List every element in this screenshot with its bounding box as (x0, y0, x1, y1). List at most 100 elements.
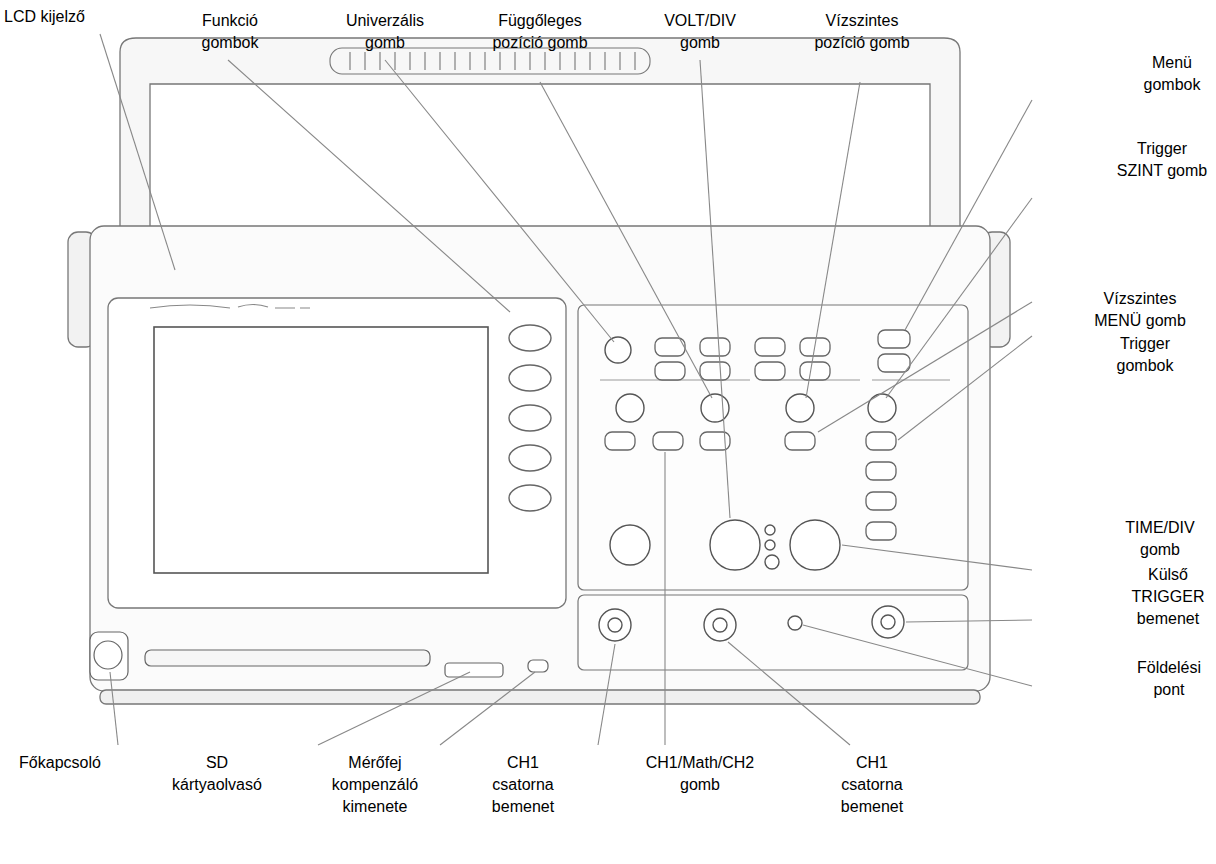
part-label: Földelési pont (1128, 657, 1210, 701)
panel-buttons (866, 432, 896, 450)
leader-lines (886, 198, 1032, 398)
part-label: Trigger SZINT gomb (1114, 138, 1210, 182)
function-buttons (509, 485, 551, 511)
function-buttons (509, 365, 551, 391)
leader-lines (842, 545, 1032, 570)
leader-lines (818, 302, 1032, 432)
knobs (765, 525, 775, 535)
menu-buttons (655, 330, 910, 380)
leader-lines (803, 625, 1032, 686)
panel-buttons (605, 432, 635, 450)
menu-buttons (700, 338, 730, 356)
leader-lines (806, 82, 860, 398)
knobs (790, 520, 840, 570)
handle-grille (350, 52, 635, 70)
input-connectors (881, 615, 895, 629)
knobs (765, 555, 779, 569)
input-connectors (788, 616, 802, 630)
menu-buttons (878, 330, 910, 348)
panel-buttons (866, 492, 896, 510)
knobs (701, 394, 729, 422)
input-connectors (608, 618, 622, 632)
part-label: Vízszintes pozíció gomb (806, 10, 918, 54)
menu-buttons (800, 362, 830, 380)
knobs (616, 394, 644, 422)
leader-lines (110, 672, 118, 745)
leader-lines (228, 60, 510, 312)
leader-lines (100, 34, 1032, 745)
knobs (610, 525, 650, 565)
front-details (145, 650, 430, 666)
part-label: Funkció gombok (190, 10, 270, 54)
leader-lines (318, 672, 470, 745)
control-panel (578, 595, 968, 670)
front-details (94, 641, 122, 669)
part-label: CH1/Math/CH2 gomb (641, 752, 759, 796)
input-connectors (713, 618, 727, 632)
input-connectors (704, 609, 736, 641)
menu-buttons (878, 354, 910, 372)
oscilloscope-body (100, 690, 980, 704)
menu-buttons (700, 362, 730, 380)
knobs (786, 394, 814, 422)
oscilloscope-body (108, 298, 566, 608)
front-details (90, 632, 128, 680)
oscilloscope-body (68, 38, 1010, 704)
part-label: Főkapcsoló (10, 752, 110, 774)
oscilloscope-body (120, 38, 960, 230)
leader-lines (385, 60, 614, 342)
function-buttons (509, 405, 551, 431)
leader-lines (100, 34, 175, 270)
handle-grille (330, 48, 650, 74)
part-label: Külső TRIGGER bemenet (1127, 564, 1209, 630)
front-details (445, 663, 503, 677)
leader-lines (898, 336, 1032, 440)
oscilloscope-body (154, 327, 488, 573)
input-connectors (872, 606, 904, 638)
leader-lines (905, 100, 1032, 330)
leader-lines (700, 60, 730, 518)
panel-buttons (866, 462, 896, 480)
part-label: TIME/DIV gomb (1116, 517, 1204, 561)
leader-lines (728, 642, 850, 745)
menu-buttons (755, 338, 785, 356)
part-label: Vízszintes MENÜ gomb (1092, 288, 1188, 332)
function-buttons (509, 445, 551, 471)
part-label: Menü gombok (1135, 52, 1209, 96)
knobs (605, 337, 631, 363)
panel-buttons (605, 432, 896, 540)
part-label: VOLT/DIV gomb (654, 10, 746, 54)
control-panel (578, 305, 968, 590)
panel-buttons (785, 432, 815, 450)
leader-lines (440, 672, 535, 745)
knobs (868, 394, 896, 422)
leader-lines (906, 620, 1032, 622)
part-label: LCD kijelző (4, 6, 134, 28)
part-label: Univerzális gomb (335, 10, 435, 54)
handle-grille (330, 48, 650, 74)
brand-marking (150, 305, 310, 309)
part-label: CH1 csatorna bemenet (833, 752, 911, 818)
front-details (90, 632, 548, 680)
panel-buttons (653, 432, 683, 450)
leader-lines (598, 644, 615, 745)
part-label: SD kártyaolvasó (166, 752, 268, 796)
knobs (710, 520, 760, 570)
function-buttons (509, 325, 551, 511)
part-label: CH1 csatorna bemenet (484, 752, 562, 818)
knobs (765, 540, 775, 550)
menu-buttons (655, 362, 685, 380)
input-connectors (599, 606, 904, 641)
input-connectors (599, 609, 631, 641)
knobs (605, 337, 896, 570)
leader-lines (664, 452, 665, 745)
part-label: Trigger gombok (1107, 333, 1183, 377)
menu-buttons (755, 362, 785, 380)
part-label: Függőleges pozíció gomb (484, 10, 596, 54)
front-details (528, 660, 548, 672)
part-label: Mérőfej kompenzáló kimenete (327, 752, 423, 818)
brand-marking (150, 305, 310, 309)
function-buttons (509, 325, 551, 351)
